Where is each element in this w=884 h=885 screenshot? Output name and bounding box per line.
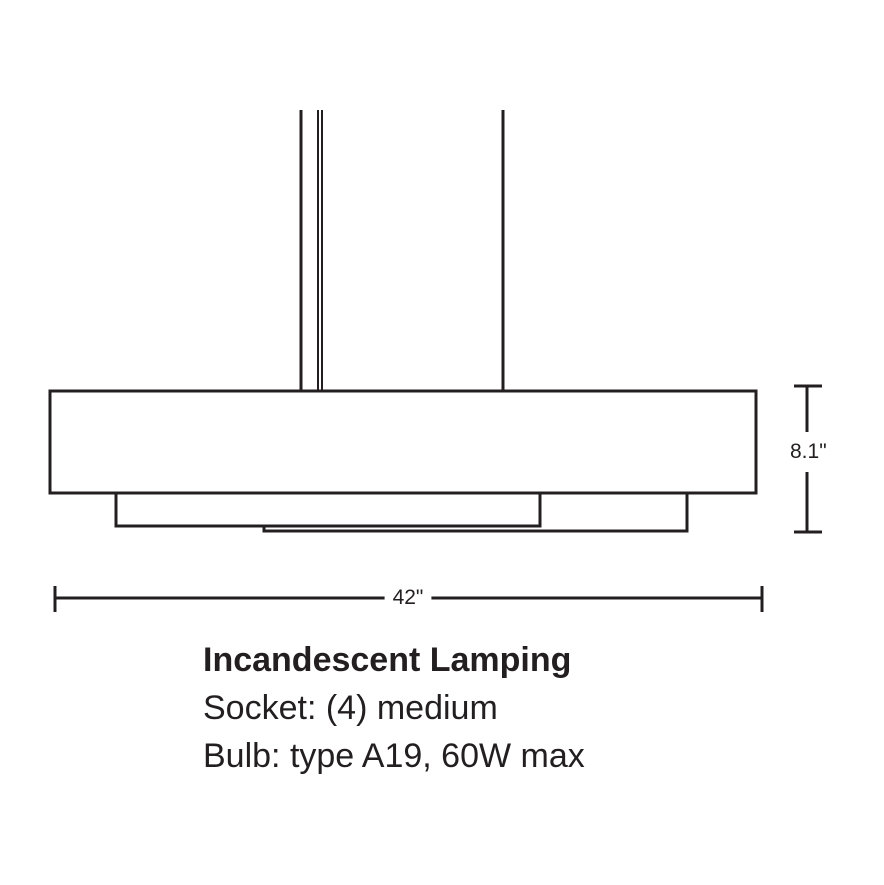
spec-socket: Socket: (4) medium bbox=[203, 689, 498, 727]
lower-shade-back bbox=[262, 493, 689, 533]
spec-title: Incandescent Lamping bbox=[203, 641, 572, 679]
upper-shade bbox=[48, 389, 758, 495]
width-dimension-label: 42" bbox=[392, 586, 424, 609]
lower-shade-front bbox=[114, 493, 542, 528]
height-dimension-label: 8.1" bbox=[790, 440, 827, 463]
spec-bulb: Bulb: type A19, 60W max bbox=[203, 737, 585, 775]
